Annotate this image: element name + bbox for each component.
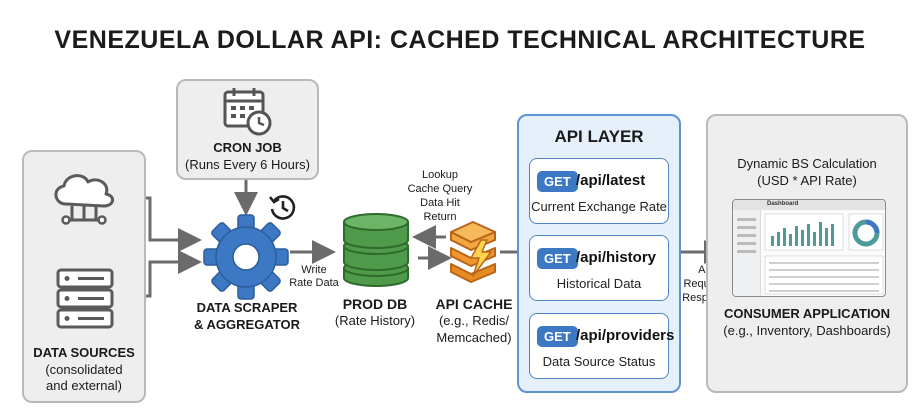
endpoint-latest-method: GET	[537, 171, 578, 192]
prod-db-subtitle: (Rate History)	[334, 313, 416, 328]
dashboard-charts	[764, 213, 884, 295]
prod-db-title: PROD DB	[342, 296, 408, 312]
dashboard-heading: Dashboard	[767, 201, 799, 207]
dashboard-titlebar	[733, 200, 885, 210]
data-sources-subtitle-1: (consolidated	[45, 362, 123, 377]
endpoint-providers-desc: Data Source Status	[542, 354, 656, 369]
cache-layers-icon	[450, 221, 496, 283]
consumer-subtitle: (e.g., Inventory, Dashboards)	[723, 323, 891, 338]
diagram-title: VENEZUELA DOLLAR API: CACHED TECHNICAL A…	[54, 26, 866, 54]
api-cache-title: API CACHE	[435, 296, 513, 312]
consumer-title: CONSUMER APPLICATION	[723, 306, 891, 321]
endpoint-history-card[interactable]	[529, 235, 669, 301]
endpoint-providers-method: GET	[537, 326, 578, 347]
api-cache-line2: Memcached)	[436, 330, 512, 345]
dashboard-sidebar	[733, 210, 761, 296]
server-icon	[56, 268, 114, 329]
write-label-line1: Write	[301, 264, 327, 276]
calendar-clock-icon	[223, 88, 272, 136]
data-sources-title: DATA SOURCES	[33, 345, 135, 360]
lookup-label-line3: Data Hit	[420, 197, 460, 209]
refresh-clock-icon	[268, 195, 296, 220]
dashboard-preview: Dashboard	[732, 199, 886, 297]
gear-icon	[203, 214, 289, 300]
scraper-title-line2: & AGGREGATOR	[194, 317, 300, 332]
data-sources-subtitle-2: and external)	[46, 378, 122, 393]
lookup-label-line2: Cache Query	[407, 183, 473, 195]
api-cache-line1: (e.g., Redis/	[438, 313, 510, 328]
endpoint-latest-desc: Current Exchange Rate	[531, 199, 667, 214]
write-label-line2: Rate Data	[289, 277, 339, 289]
endpoint-latest-path: /api/latest	[576, 172, 646, 189]
endpoint-providers-path: /api/providers	[576, 327, 675, 344]
api-layer-title: API LAYER	[554, 127, 644, 146]
cron-job-title: CRON JOB	[213, 140, 282, 155]
scraper-title-line1: DATA SCRAPER	[196, 300, 298, 315]
lookup-label-line1: Lookup	[421, 169, 459, 181]
endpoint-history-desc: Historical Data	[556, 276, 642, 291]
lookup-label-line4: Return	[423, 211, 457, 223]
cloud-icon	[54, 174, 114, 225]
cron-job-subtitle: (Runs Every 6 Hours)	[185, 157, 310, 172]
endpoint-history-method: GET	[537, 248, 578, 269]
database-icon	[343, 213, 409, 287]
consumer-top-line1: Dynamic BS Calculation	[737, 156, 877, 171]
consumer-top-line2: (USD * API Rate)	[757, 173, 857, 188]
endpoint-history-path: /api/history	[576, 249, 657, 266]
